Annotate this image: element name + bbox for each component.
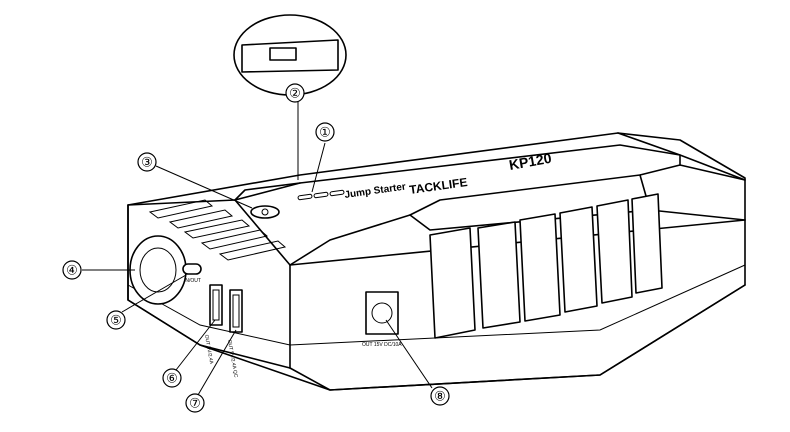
- right-grip-fins: [429, 193, 663, 339]
- callout-5: ⑤: [106, 274, 187, 330]
- type-c-label: IN/OUT: [184, 278, 201, 284]
- usb-port-1: OUT 5V/2.4A: [203, 284, 223, 365]
- callout-1: ①: [311, 122, 335, 193]
- callout-4: ④: [62, 260, 135, 280]
- switch-detail-inset: [233, 14, 347, 180]
- dc-output-port: OUT 15V DC/10A: [362, 291, 402, 348]
- left-grip-stripes: [148, 199, 287, 261]
- dc-out-label: OUT 15V DC/10A: [362, 342, 402, 348]
- callout-3: ③: [137, 152, 253, 209]
- svg-text:⑤: ⑤: [110, 313, 122, 328]
- svg-text:①: ①: [319, 125, 331, 140]
- svg-text:③: ③: [141, 155, 153, 170]
- model-text: KP120: [508, 150, 553, 173]
- callout-2: ②: [285, 83, 305, 103]
- callout-8: ⑧: [385, 319, 450, 406]
- svg-text:⑦: ⑦: [189, 396, 201, 411]
- type-c-port: IN/OUT: [182, 263, 202, 284]
- usb-out-1-label: OUT 5V/2.4A: [203, 334, 214, 365]
- flashlight-lens: [129, 235, 187, 305]
- power-button: [250, 205, 280, 219]
- svg-text:②: ②: [289, 86, 301, 101]
- svg-text:⑧: ⑧: [434, 389, 446, 404]
- svg-text:⑥: ⑥: [166, 371, 178, 386]
- callout-7: ⑦: [185, 329, 237, 413]
- svg-text:④: ④: [66, 263, 78, 278]
- top-vent-slots: [297, 189, 345, 201]
- callout-6: ⑥: [162, 319, 216, 388]
